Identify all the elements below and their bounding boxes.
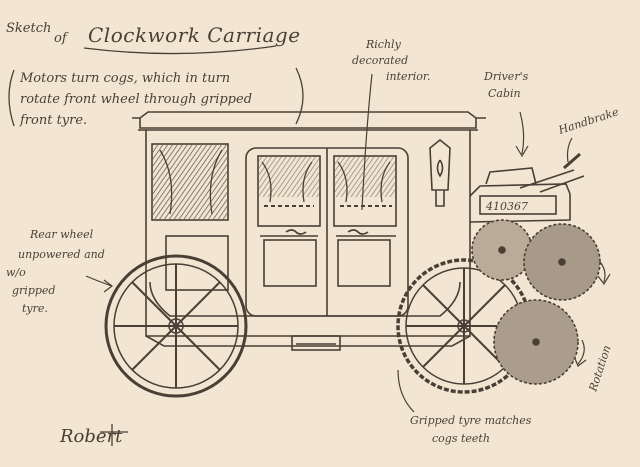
note-tyre-1: Gripped tyre matches	[410, 414, 532, 427]
handbrake-pointer	[566, 137, 573, 163]
note-richly-3: interior.	[386, 70, 430, 83]
note-drivers-1: Driver's	[483, 70, 529, 83]
rear-wheel	[104, 254, 248, 398]
note-motors-1: Motors turn cogs, which in turn	[19, 71, 230, 86]
drivers-pointer	[515, 111, 529, 158]
note-rear-2: unpowered and	[18, 248, 105, 261]
note-rear-5: tyre.	[22, 302, 48, 315]
rear-pointer	[85, 275, 113, 293]
tyre-pointer	[397, 369, 415, 413]
note-motors-3: front tyre.	[19, 113, 87, 128]
header-prefix: Sketch	[6, 21, 51, 36]
note-richly-2: decorated	[352, 54, 408, 67]
note-richly-1: Richly	[365, 38, 402, 51]
clockwork-cogs	[471, 219, 601, 385]
window-shading	[153, 145, 395, 219]
note-rear-1: Rear wheel	[29, 228, 94, 241]
drivers-cabin	[469, 152, 585, 223]
signature-flourish	[100, 424, 128, 446]
sketch-title: Clockwork Carriage	[88, 23, 301, 47]
note-motors-2: rotate front wheel through gripped	[20, 92, 252, 107]
rotation-arrow-bottom	[573, 339, 587, 367]
motors-bracket	[8, 69, 15, 127]
note-handbrake: Handbrake	[556, 105, 621, 137]
note-tyre-2: cogs teeth	[432, 432, 490, 445]
motors-bracket-right	[295, 67, 304, 125]
note-rear-3: w/o	[6, 266, 26, 279]
title-underline	[83, 45, 277, 55]
signature: Robert	[59, 426, 123, 447]
note-rear-4: gripped	[12, 284, 55, 297]
note-rotation: Rotation	[586, 344, 613, 394]
carriage-body	[132, 111, 486, 351]
header-of: of	[54, 31, 69, 46]
note-drivers-2: Cabin	[488, 87, 521, 100]
licence-plate: 410367	[485, 200, 528, 213]
